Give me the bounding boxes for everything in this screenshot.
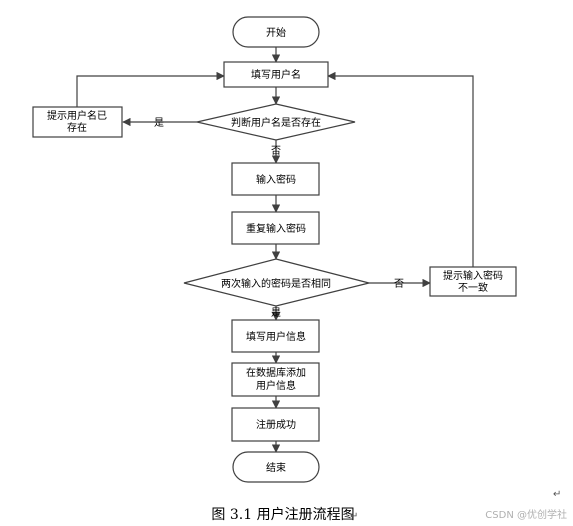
prompt-mismatch-label-line1: 提示输入密码 (443, 269, 503, 282)
csdn-watermark: CSDN @优创学社 (485, 508, 567, 521)
end-terminal (232, 451, 320, 483)
edge-label-exists-yes: 是 (154, 117, 164, 129)
prompt-exists-label-line2: 存在 (67, 121, 87, 134)
enter-password-box (231, 162, 320, 196)
check-username-label: 判断用户名是否存在 (231, 116, 321, 129)
prompt-exists-label-line1: 提示用户名已 (47, 109, 107, 122)
prompt-mismatch-box (429, 266, 517, 297)
start-terminal (232, 16, 320, 48)
register-success-box (231, 407, 320, 442)
paragraph-mark-right: ↵ (553, 489, 561, 500)
enter-password-label: 输入密码 (256, 173, 296, 186)
edge-prompt-exists-loop-back (76, 71, 225, 107)
edge-prompt-mismatch-loop-back (327, 71, 474, 267)
figure-caption: 图 3.1 用户注册流程图 (211, 506, 354, 523)
prompt-exists-box (32, 106, 123, 138)
fill-username-box (223, 61, 329, 88)
fill-username-label: 填写用户名 (251, 68, 301, 81)
compare-passwords-label: 两次输入的密码是否相同 (221, 277, 331, 290)
register-success-label: 注册成功 (256, 418, 296, 431)
fill-user-info-label: 填写用户信息 (246, 330, 306, 343)
prompt-mismatch-label-line2: 不一致 (458, 281, 488, 294)
edge-label-same-no: 否 (394, 278, 404, 290)
db-add-label-line2: 用户信息 (256, 379, 296, 392)
repeat-password-label: 重复输入密码 (246, 222, 306, 235)
start-label: 开始 (266, 26, 286, 39)
repeat-password-box (231, 211, 320, 245)
paragraph-mark-caption: ↵ (350, 511, 358, 522)
db-add-label-line1: 在数据库添加 (246, 366, 306, 379)
check-username-decision (196, 103, 356, 141)
compare-passwords-decision (183, 258, 370, 307)
fill-user-info-box (231, 319, 320, 353)
edge-label-exists-no: 否 (271, 145, 281, 157)
db-add-box (231, 362, 320, 397)
edge-label-same-yes: 是 (271, 307, 281, 319)
end-label: 结束 (266, 461, 286, 474)
